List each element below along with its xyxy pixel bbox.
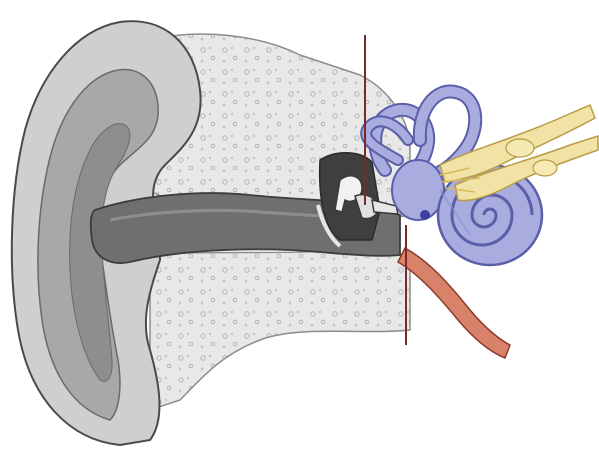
oval-window [420,210,430,220]
vestibule [392,160,444,220]
